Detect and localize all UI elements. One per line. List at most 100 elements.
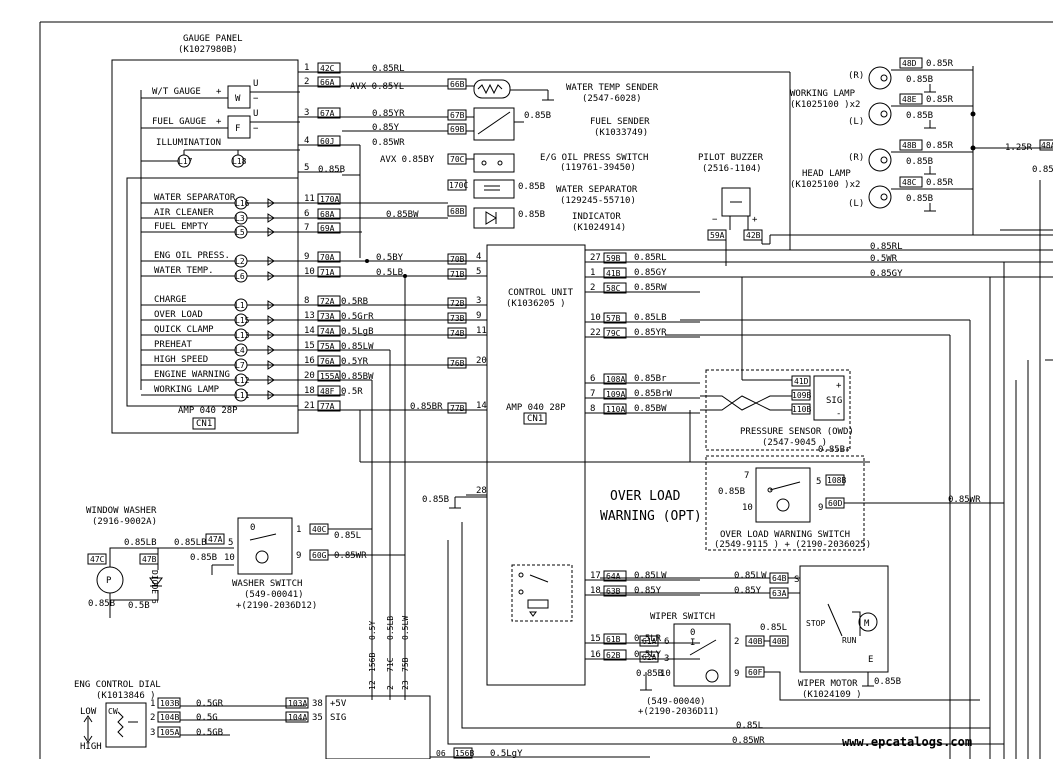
water-temp-sender-symbol <box>473 79 511 99</box>
svg-text:W: W <box>235 94 241 104</box>
svg-text:+: + <box>836 381 842 391</box>
wire-tag: 104A <box>288 713 307 722</box>
svg-text:61A: 61A <box>642 637 657 646</box>
svg-text:0.5LgB: 0.5LgB <box>341 327 374 337</box>
indicator-lamp-label: AIR CLEANER <box>154 208 214 218</box>
signal-label: SIG <box>330 713 346 723</box>
svg-text:0.85LB: 0.85LB <box>174 538 207 548</box>
pin-number: 18 <box>304 386 315 396</box>
svg-text:0.85BW: 0.85BW <box>386 210 419 220</box>
indicator-lamp-label: PREHEAT <box>154 340 193 350</box>
control-unit-left-tags: 70B 71B 72B 73B 74B 76B 77B <box>447 253 467 414</box>
pin-number: 1 <box>590 268 595 278</box>
svg-text:0.85GY: 0.85GY <box>870 269 903 279</box>
wiper-switch-symbol <box>673 623 731 687</box>
wire-tag: 48C <box>902 178 917 187</box>
engine-controller-box <box>325 695 431 759</box>
svg-text:0.85WR: 0.85WR <box>334 551 367 561</box>
wire-tag-box <box>603 403 627 415</box>
water-separator-symbol <box>473 179 515 199</box>
wire-tag-box <box>603 267 627 279</box>
wire-tag: 79C <box>606 329 621 338</box>
wire-tag-box <box>317 325 341 337</box>
pressure-sensor-label: PRESSURE SENSOR (OWD) <box>740 427 854 437</box>
wire-tag: 110A <box>606 405 625 414</box>
pin-number: 1 <box>150 699 155 709</box>
svg-text:0.85BW: 0.85BW <box>341 372 374 382</box>
diode-icon <box>267 256 275 266</box>
svg-text:0.85B: 0.85B <box>718 487 745 497</box>
wire-label: 0.85BW <box>634 404 667 414</box>
svg-text:L18: L18 <box>232 157 247 166</box>
wire-tag: 48E <box>902 95 917 104</box>
svg-text:110B: 110B <box>792 405 811 414</box>
working-lamp-label: WORKING LAMP <box>790 89 856 99</box>
pin-number: 23 <box>401 680 410 690</box>
diode-icon <box>267 390 275 400</box>
pin-number: 14 <box>304 326 315 336</box>
svg-text:0.85B: 0.85B <box>422 495 449 505</box>
wire-tag: 73A <box>320 312 335 321</box>
svg-text:0.85L: 0.85L <box>736 721 763 731</box>
wire-label: 0.5GB <box>196 728 223 738</box>
pilot-buzzer-label: PILOT BUZZER <box>698 153 764 163</box>
svg-text:−: − <box>253 124 259 134</box>
svg-text:(K1033749): (K1033749) <box>594 128 648 138</box>
svg-text:0.5BY: 0.5BY <box>376 253 404 263</box>
lamp-icon <box>868 66 892 90</box>
svg-text:(K1024914): (K1024914) <box>572 223 626 233</box>
wire-tag: 67A <box>320 109 335 118</box>
svg-text:0.85B: 0.85B <box>518 210 545 220</box>
control-unit-box <box>486 244 586 686</box>
svg-text:47C: 47C <box>90 555 105 564</box>
wire-tag-box <box>317 355 341 367</box>
pin-number: 11 <box>476 326 487 336</box>
svg-text:-: - <box>836 409 841 419</box>
wire-tag-box <box>603 570 627 582</box>
pin-number: 16 <box>590 650 601 660</box>
svg-text:AVX 0.85BY: AVX 0.85BY <box>380 155 435 165</box>
svg-text:U: U <box>253 109 258 119</box>
svg-text:E: E <box>868 655 873 665</box>
gauge-wiring <box>342 71 791 700</box>
wire-tag: 108A <box>606 375 625 384</box>
wire-label: 0.85RW <box>634 283 667 293</box>
diode-icon <box>267 315 275 325</box>
lamp-code: L15 <box>235 316 250 325</box>
control-unit-left-pins: 45391120142812156B0.5Y271C0.5LB2375B0.5L… <box>368 252 487 690</box>
svg-text:+: + <box>752 215 758 225</box>
svg-text:77B: 77B <box>450 404 465 413</box>
svg-text:+: + <box>216 87 222 97</box>
indicator-lamp-label: FUEL EMPTY <box>154 222 209 232</box>
water-temp-sender-label: WATER TEMP SENDER <box>566 83 659 93</box>
indicator-lamp-label: OVER LOAD <box>154 310 203 320</box>
svg-text:0.85LB: 0.85LB <box>124 538 157 548</box>
wire-tag: 60J <box>320 137 334 146</box>
indicator-group-box <box>126 177 299 407</box>
svg-text:6: 6 <box>664 637 669 647</box>
svg-text:48A: 48A <box>1041 141 1053 150</box>
wire-label: 0.85R <box>926 141 954 151</box>
svg-text:2: 2 <box>734 637 739 647</box>
svg-text:AVX 0.85YL: AVX 0.85YL <box>350 82 404 92</box>
diode-icon <box>267 330 275 340</box>
pressure-sensor-symbol <box>813 375 845 421</box>
svg-text:40B: 40B <box>772 637 787 646</box>
pin-number: 16 <box>304 356 315 366</box>
svg-text:(119761-39450): (119761-39450) <box>560 163 636 173</box>
wiper-motor-symbol <box>858 612 878 632</box>
eg-oil-press-switch-symbol <box>473 153 515 173</box>
svg-text:0.5YR: 0.5YR <box>341 357 369 367</box>
water-separator-label: WATER SEPARATOR <box>556 185 638 195</box>
wire-tag: 109A <box>606 390 625 399</box>
pin-number: 15 <box>590 634 601 644</box>
pilot-buzzer-symbol <box>721 187 751 217</box>
pin-number: 35 <box>312 713 323 723</box>
svg-text:0.5RB: 0.5RB <box>341 297 368 307</box>
svg-text:+(2190-2036D12): +(2190-2036D12) <box>236 601 317 611</box>
wire-tag-box <box>603 649 627 661</box>
lamp-filament-icon <box>880 156 888 164</box>
head-lamp-label: HEAD LAMP <box>802 169 851 179</box>
svg-text:(2547-9045 ): (2547-9045 ) <box>762 438 827 448</box>
lamp-code: L16 <box>235 199 250 208</box>
